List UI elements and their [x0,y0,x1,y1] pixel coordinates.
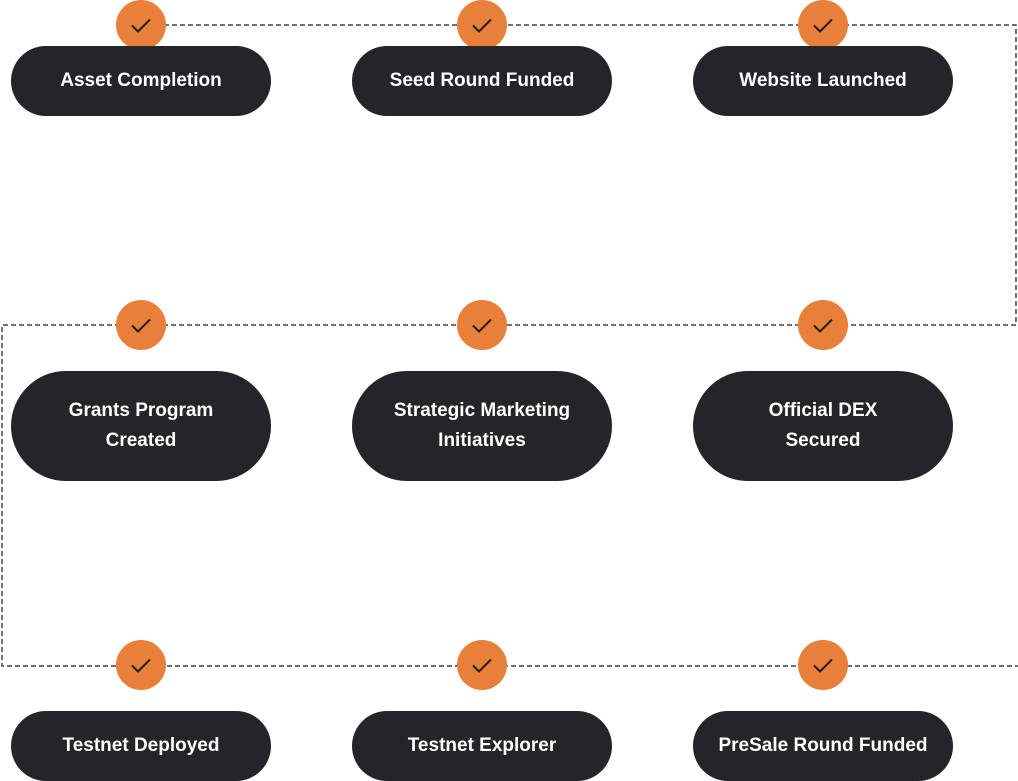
milestone-label: Strategic Marketing Initiatives [352,371,612,481]
milestone-seed-round-funded: Seed Round Funded [352,0,612,140]
milestone-label: Grants Program Created [11,371,271,481]
milestone-label: Testnet Explorer [352,711,612,781]
milestone-website-launched: Website Launched [693,0,953,140]
milestone-testnet-explorer: Testnet Explorer [352,640,612,781]
milestone-label: Asset Completion [11,46,271,116]
checkmark-icon [798,640,848,690]
milestone-label: PreSale Round Funded [693,711,953,781]
milestone-official-dex-secured: Official DEX Secured [693,300,953,481]
milestone-asset-completion: Asset Completion [11,0,271,140]
milestone-strategic-marketing-initiatives: Strategic Marketing Initiatives [352,300,612,481]
checkmark-icon [116,640,166,690]
milestone-label: Official DEX Secured [693,371,953,481]
checkmark-icon [116,0,166,50]
milestone-testnet-deployed: Testnet Deployed [11,640,271,781]
checkmark-icon [116,300,166,350]
checkmark-icon [457,640,507,690]
milestone-label: Seed Round Funded [352,46,612,116]
checkmark-icon [798,0,848,50]
milestone-grants-program-created: Grants Program Created [11,300,271,481]
checkmark-icon [457,0,507,50]
milestone-presale-round-funded: PreSale Round Funded [693,640,953,781]
checkmark-icon [457,300,507,350]
milestone-label: Testnet Deployed [11,711,271,781]
milestone-label: Website Launched [693,46,953,116]
checkmark-icon [798,300,848,350]
